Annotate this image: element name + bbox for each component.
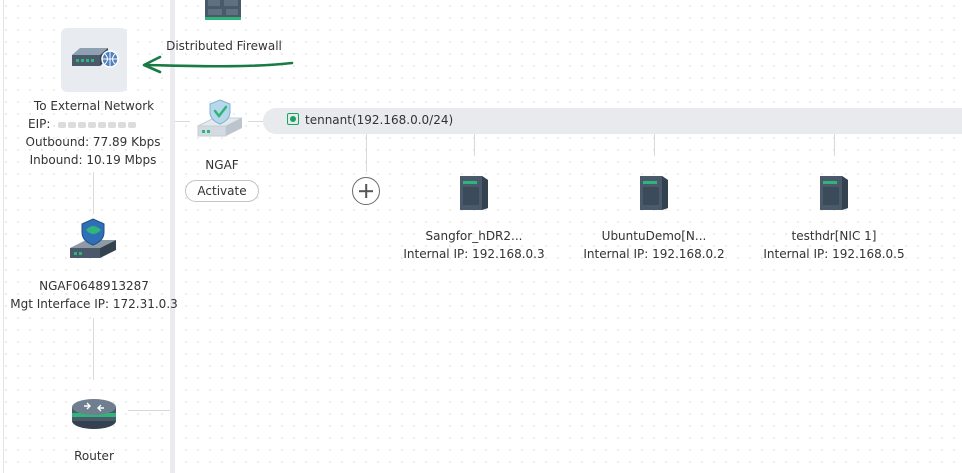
ngaf-device-icon <box>70 218 116 258</box>
link-subnet-to-vm3 <box>834 134 835 156</box>
vm-ip-3: Internal IP: 192.168.0.5 <box>763 247 905 261</box>
link-subnet-to-vm1 <box>474 134 475 156</box>
link-subnet-to-add <box>366 134 367 172</box>
subnet-label: tennant(192.168.0.0/24) <box>305 113 454 127</box>
router-node[interactable] <box>70 395 118 431</box>
distributed-firewall-icon[interactable] <box>204 0 242 22</box>
vm-ip-2: Internal IP: 192.168.0.2 <box>583 247 725 261</box>
ngaf-device-node[interactable] <box>66 216 122 264</box>
server-icon <box>460 176 488 210</box>
vm-node-3[interactable] <box>814 172 854 212</box>
vm-node-1[interactable] <box>454 172 494 212</box>
external-network-inbound: Inbound: 10.19 Mbps <box>29 153 157 167</box>
link-ngaf-to-router <box>93 318 94 380</box>
ngaf-node-label: NGAF <box>205 158 239 172</box>
external-network-eip: EIP: <box>28 117 51 131</box>
add-vm-button[interactable] <box>352 177 380 205</box>
eip-redacted-value <box>58 117 160 133</box>
vm-name-3: testhdr[NIC 1] <box>791 229 877 243</box>
distributed-firewall-label: Distributed Firewall <box>166 39 282 53</box>
server-icon <box>640 176 668 210</box>
vm-ip-1: Internal IP: 192.168.0.3 <box>403 247 545 261</box>
canvas-left-border <box>3 0 4 473</box>
vm-node-2[interactable] <box>634 172 674 212</box>
external-network-title: To External Network <box>33 99 155 113</box>
vm-name-1: Sangfor_hDR2... <box>425 229 523 243</box>
link-subnet-to-vm2 <box>654 134 655 156</box>
router-icon <box>72 399 116 429</box>
annotation-arrow-icon <box>142 55 294 74</box>
ngaf-node[interactable] <box>194 96 248 144</box>
subnet-icon <box>287 113 299 125</box>
subnet-bar[interactable] <box>263 108 962 134</box>
activate-button[interactable]: Activate <box>185 180 259 202</box>
ngaf-appliance-icon <box>197 99 243 137</box>
external-network-node[interactable] <box>61 28 127 92</box>
link-external-to-ngaf <box>93 172 94 214</box>
link-router-to-divider <box>128 410 170 411</box>
server-icon <box>820 176 848 210</box>
router-label: Router <box>74 449 114 463</box>
panel-divider <box>170 0 175 473</box>
external-network-icon <box>72 48 119 68</box>
ngaf-device-mgt-ip: Mgt Interface IP: 172.31.0.3 <box>10 297 178 311</box>
ngaf-device-name: NGAF0648913287 <box>39 279 149 293</box>
link-ngaf-to-subnet <box>248 121 264 122</box>
external-network-outbound: Outbound: 77.89 Kbps <box>25 135 161 149</box>
vm-name-2: UbuntuDemo[N... <box>601 229 707 243</box>
link-divider-to-ngaf <box>175 121 190 122</box>
